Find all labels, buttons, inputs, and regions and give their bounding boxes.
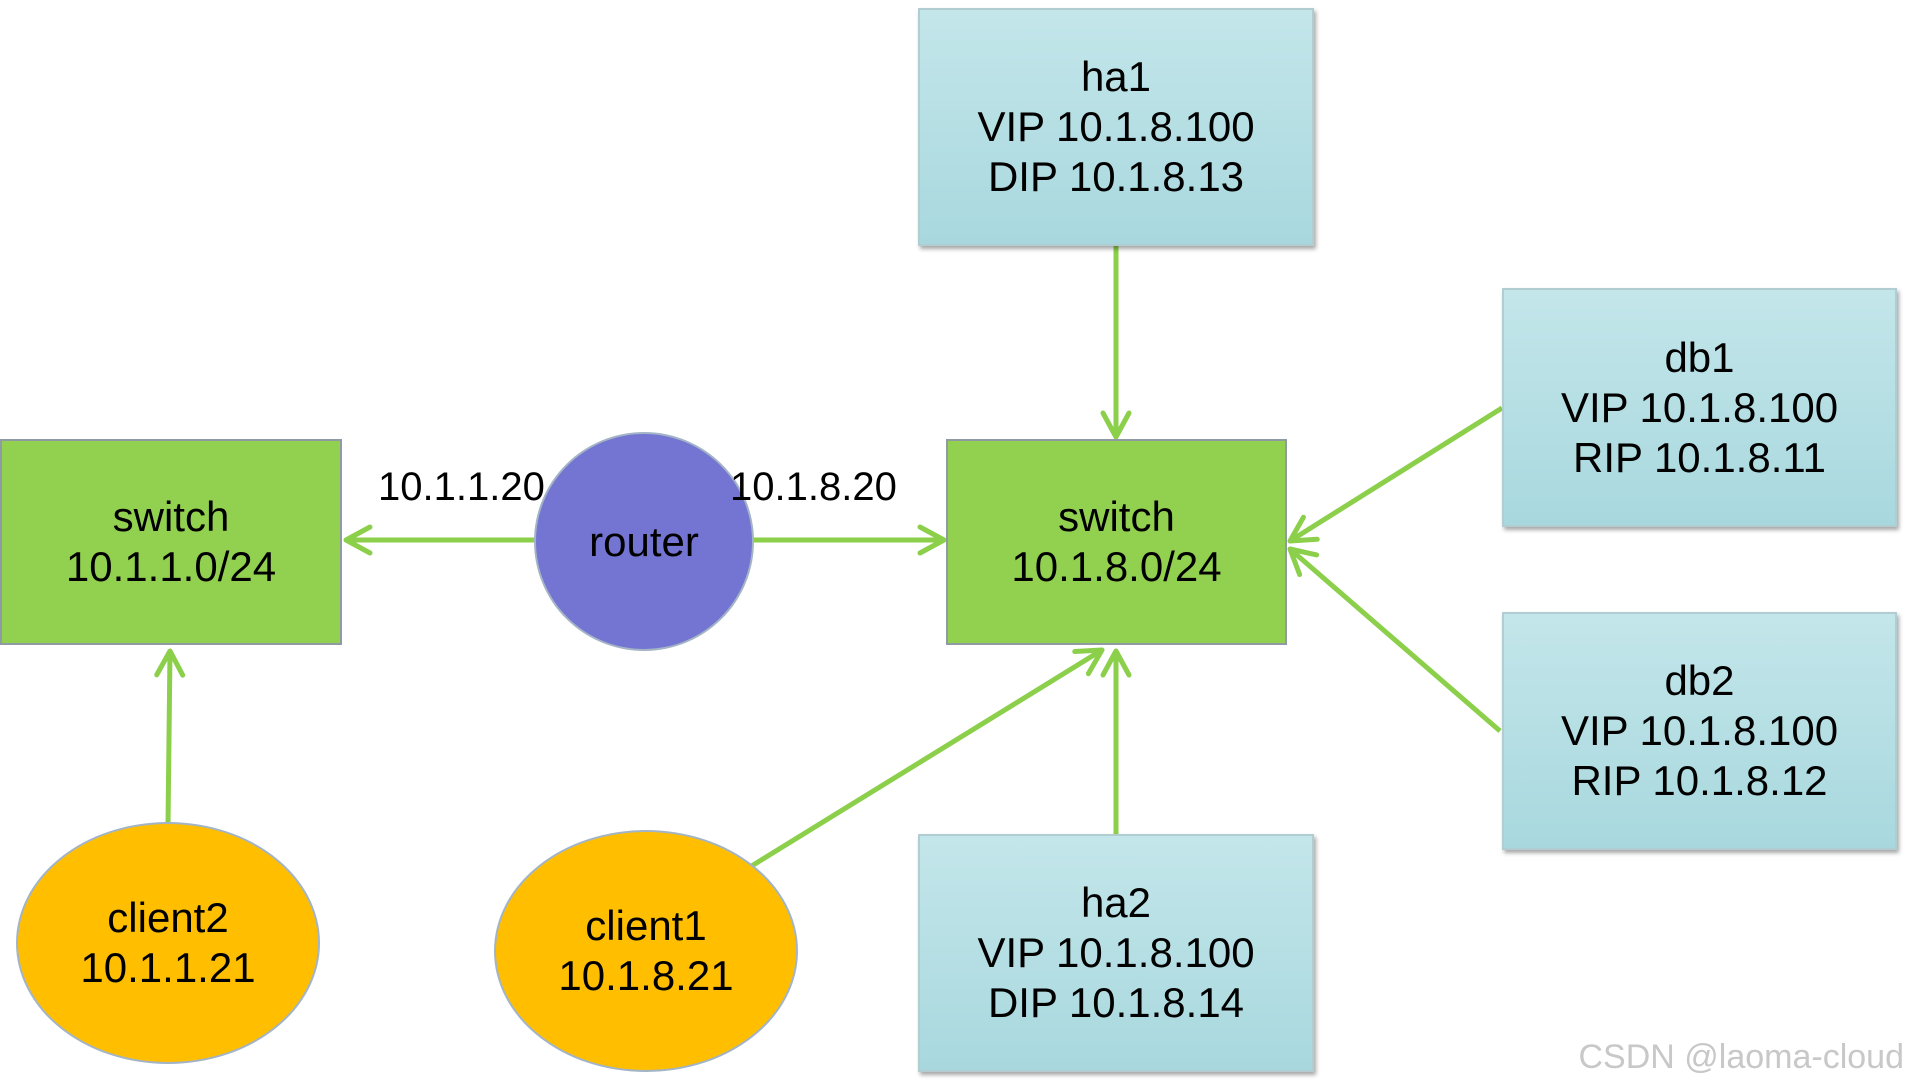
node-name: client1 — [585, 902, 707, 949]
node-ip: 10.1.1.21 — [80, 944, 256, 991]
node-rip: RIP 10.1.8.11 — [1573, 433, 1826, 481]
link-db2-to-switch-right — [1287, 546, 1502, 733]
link-client2-to-switch-left — [154, 648, 186, 826]
node-name: db1 — [1664, 333, 1735, 381]
client-node-client1: client1 10.1.8.21 — [494, 830, 798, 1072]
link-client1-to-switch-right — [748, 647, 1105, 870]
client-node-client2: client2 10.1.1.21 — [16, 822, 320, 1064]
node-ip: 10.1.8.21 — [558, 952, 734, 999]
node-subnet: 10.1.1.0/24 — [65, 543, 277, 590]
switch-node-left: switch 10.1.1.0/24 — [0, 439, 342, 645]
server-node-db2: db2 VIP 10.1.8.100 RIP 10.1.8.12 — [1502, 612, 1897, 850]
link-db1-to-switch-right — [1287, 405, 1504, 544]
server-node-ha2: ha2 VIP 10.1.8.100 DIP 10.1.8.14 — [918, 834, 1314, 1072]
node-name: switch — [1058, 493, 1175, 540]
server-node-db1: db1 VIP 10.1.8.100 RIP 10.1.8.11 — [1502, 288, 1897, 527]
router-right-interface-ip: 10.1.8.20 — [730, 465, 897, 509]
switch-node-right: switch 10.1.8.0/24 — [946, 439, 1287, 645]
node-vip: VIP 10.1.8.100 — [977, 103, 1255, 150]
node-rip: RIP 10.1.8.12 — [1571, 757, 1828, 804]
server-node-ha1: ha1 VIP 10.1.8.100 DIP 10.1.8.13 — [918, 8, 1314, 246]
node-vip: VIP 10.1.8.100 — [1560, 707, 1839, 754]
router-node: router — [534, 432, 754, 651]
router-left-interface-ip: 10.1.1.20 — [378, 465, 545, 509]
node-name: ha2 — [1080, 879, 1152, 926]
node-dip: DIP 10.1.8.13 — [987, 153, 1245, 200]
node-subnet: 10.1.8.0/24 — [1011, 543, 1222, 590]
node-vip: VIP 10.1.8.100 — [977, 929, 1255, 976]
node-dip: DIP 10.1.8.14 — [987, 979, 1245, 1026]
node-name: switch — [112, 493, 230, 540]
node-name: ha1 — [1080, 53, 1152, 100]
watermark-text: CSDN @laoma-cloud — [1578, 1038, 1904, 1076]
node-name: db2 — [1664, 657, 1735, 704]
node-name: client2 — [107, 894, 229, 941]
node-name: router — [589, 517, 699, 565]
node-vip: VIP 10.1.8.100 — [1560, 383, 1839, 431]
